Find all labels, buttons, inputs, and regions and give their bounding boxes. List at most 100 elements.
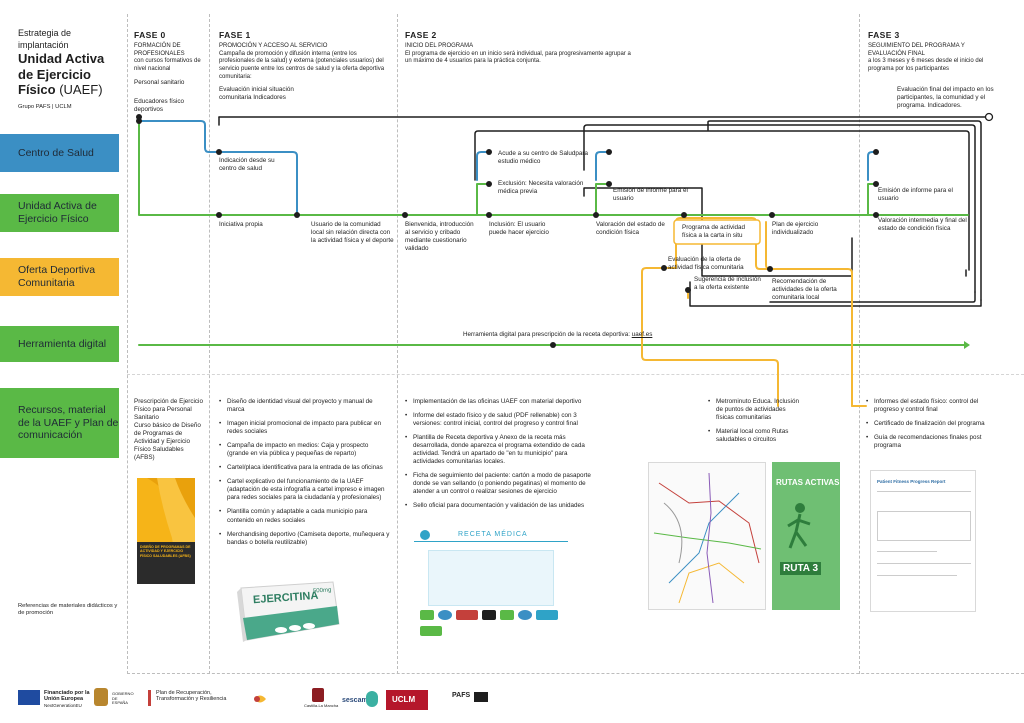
logo-clm: Castilla-La Mancha [304,688,338,712]
node-emision: Emisión de informe para el usuario [613,187,688,203]
logo-eu: Financiado por la Unión Europea NextGene… [18,688,98,708]
logo-s-icon [366,691,378,707]
logo-uclm: UCLM [386,690,428,710]
logo-pafs: PAFS [452,692,471,699]
node-indicacion: Indicación desde su centro de salud [219,157,275,173]
logo-eu-text: Financiado por la Unión Europea [44,690,90,703]
page-header: Estrategia de implantación Unidad Activa… [18,28,128,111]
phase-0-title: FASE 0 [134,30,166,40]
row-label-centro-salud: Centro de Salud [0,134,119,172]
medicine-box-icon [237,581,340,642]
orange-line-4 [641,242,779,407]
resource-item: Ficha de seguimiento del paciente: cartó… [405,472,593,496]
node-inclusion: Inclusión: El usuario puede hacer ejerci… [489,221,549,237]
node-herramienta: Herramienta digital para prescripción de… [463,331,653,338]
node-dot-emision2 [873,181,879,187]
phase-1-header: FASE 1 PROMOCIÓN Y ACCESO AL SERVICIO Ca… [219,30,391,81]
blue-line-2 [476,151,491,181]
phase-3-header: FASE 3 SEGUIMIENTO DEL PROGRAMA Y EVALUA… [868,30,998,73]
medicine-box-thumb: EJERCITINA 500mg [233,578,341,646]
logo-uclm-text: UCLM [392,695,416,704]
uaef-link[interactable]: uaef.es [631,331,653,338]
node-plan: Plan de ejercicio individualizado [772,221,819,237]
ruta-top: RUTAS ACTIVAS [776,478,840,487]
row-label-uaef: Unidad Activa de Ejercicio Físico [0,194,119,232]
phase-0-header: FASE 0 FORMACIÓN DE PROFESIONALES con cu… [134,30,206,73]
resource-item: Cartel explicativo del funcionamiento de… [219,478,391,502]
green-branch-3 [867,183,877,216]
phase-0-desc: con cursos formativos de nivel nacional [134,58,201,72]
blue-line-4 [867,151,879,181]
box-dose: 500mg [312,587,332,595]
report-title: Patient Fitness Progress Report [877,479,946,484]
resource-item: Informe del estado físico y de salud (PD… [405,412,593,428]
book-cover-band: DISEÑO DE PROGRAMAS DE ACTIVIDAD Y EJERC… [137,542,195,584]
node-valoracion-int: Valoración intermedia y final del estado… [878,217,967,233]
header-group: Grupo PAFS | UCLM [18,103,72,110]
node-dot-personal [136,114,142,120]
logo-gobierno: GOBIERNO DE ESPAÑA [94,688,134,708]
phase-2-title: FASE 2 [405,30,437,40]
green-branch-2 [595,183,611,216]
node-acude: Acude a su centro de Saludpara estudio m… [498,150,588,166]
receta-body [428,550,554,606]
black-conn-2 [583,124,976,293]
resources-col0: Prescripción de Ejercicio Físico para Pe… [134,398,203,462]
node-dot-hace-llegar [606,149,612,155]
header-line1: Estrategia de [18,28,72,38]
node-iniciativa: Iniciativa propia [219,221,263,228]
node-dot-acude [486,149,492,155]
black-conn-8 [689,281,982,307]
header-line4: de Ejercicio [18,66,91,82]
orange-line-1 [675,217,853,407]
digital-arrow-head [964,341,970,349]
resource-item: Sello oficial para documentación y valid… [405,502,593,510]
receta-title: RECETA MÉDICA [458,531,528,538]
phase-1-subtitle: PROMOCIÓN Y ACCESO AL SERVICIO [219,43,328,49]
phase-1-desc: Campaña de promoción y difusión interna … [219,50,385,80]
resources-col3: Metrominuto Educa. Inclusión de puntos d… [708,398,804,450]
logo-dark-icon [474,692,488,702]
row-label-herramienta: Herramienta digital [0,326,119,362]
row-label-oferta: Oferta Deportiva Comunitaria [0,258,119,296]
node-emision2: Emisión de informe para el usuario [878,187,953,203]
phase-2-header: FASE 2 INICIO DEL PROGRAMA El programa d… [405,30,635,66]
black-conn-1 [707,120,982,301]
node-dot-iniciativa [216,212,222,218]
eu-flag-icon [18,690,40,705]
node-eval-final: Evaluación final del impacto en los part… [897,86,994,110]
black-conn-6 [769,291,976,303]
header-line5a: Físico [18,82,56,98]
blue-line-3 [595,151,611,181]
map-icon [653,472,762,604]
resources-col1: Diseño de identidad visual del proyecto … [219,398,391,553]
resource-item: Certificado de finalización del programa [866,420,986,428]
orange-line-3 [765,221,771,270]
black-conn-7 [701,237,853,277]
blue-line-1 [138,120,298,216]
node-dot-usuario [294,212,300,218]
node-usuario: Usuario de la comunidad local sin relaci… [311,221,394,245]
phase-0-subtitle: FORMACIÓN DE PROFESIONALES [134,43,185,57]
resource-item: Informes del estado físico: control del … [866,398,986,414]
phase-2-subtitle: INICIO DEL PROGRAMA [405,43,474,49]
metro-map-thumb [648,462,766,610]
phase-1-title: FASE 1 [219,30,251,40]
node-dot-emision [606,181,612,187]
resource-item: Implementación de las oficinas UAEF con … [405,398,593,406]
node-sugerencia: Sugerencia de inclusión a la oferta exis… [694,276,761,292]
resources-col2: Implementación de las oficinas UAEF con … [405,398,593,517]
book-cover-thumb: DISEÑO DE PROGRAMAS DE ACTIVIDAD Y EJERC… [137,478,195,584]
uaef-main-line [138,120,969,216]
node-dot-valoracion-int [873,212,879,218]
book-title: DISEÑO DE PROGRAMAS DE ACTIVIDAD Y EJERC… [140,545,191,558]
resource-item: Diseño de identidad visual del proyecto … [219,398,391,414]
node-dot-bienvenida [402,212,408,218]
node-recomendacion: Recomendación de actividades de la ofert… [772,278,837,302]
header-line2: implantación [18,39,69,50]
black-conn-3 [474,130,970,271]
logo-plan: Plan de Recuperación, Transformación y R… [148,690,228,710]
resource-item: Metrominuto Educa. Inclusión de puntos d… [708,398,804,422]
resource-item: Guía de recomendaciones finales post pro… [866,434,986,450]
logo-plan-text: Plan de Recuperación, Transformación y R… [156,690,227,703]
